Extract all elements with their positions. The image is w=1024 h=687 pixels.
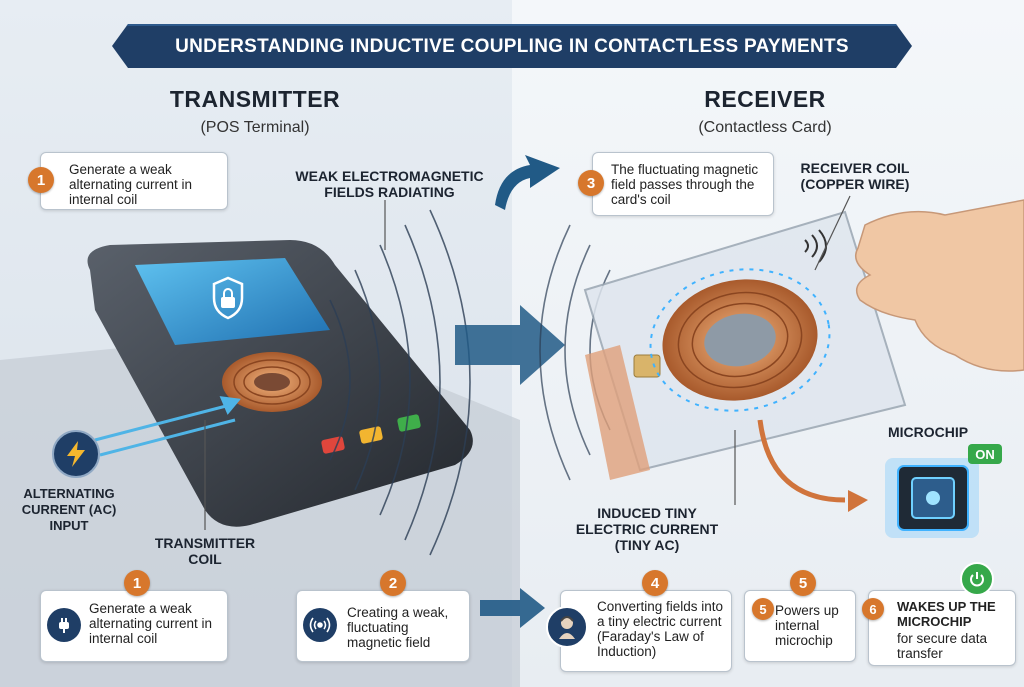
lock-icon bbox=[212, 276, 244, 320]
receiver-title: RECEIVER bbox=[704, 86, 826, 112]
step-badge-inner: 5 bbox=[752, 598, 774, 620]
step-badge: 1 bbox=[28, 167, 54, 193]
power-plug-icon bbox=[47, 608, 81, 642]
bottom-arrow bbox=[480, 588, 545, 628]
wire-to-chip bbox=[757, 419, 846, 503]
step-text: Converting fields into a tiny electric c… bbox=[597, 599, 724, 659]
ac-input-label: ALTERNATING CURRENT (AC) INPUT bbox=[21, 486, 117, 533]
transmitter-coil-label: TRANSMITTER COIL bbox=[154, 535, 256, 567]
step-text: for secure data transfer bbox=[897, 631, 988, 661]
transmitter-coil-graphic bbox=[222, 352, 322, 412]
step-title: WAKES UP THE MICROCHIP bbox=[897, 599, 996, 629]
step-badge: 5 bbox=[790, 570, 816, 596]
receiver-subtitle: (Contactless Card) bbox=[698, 119, 832, 136]
chip-status-badge: ON bbox=[968, 444, 1002, 464]
lightning-icon bbox=[52, 430, 100, 478]
receiver-heading: RECEIVER (Contactless Card) bbox=[660, 86, 870, 137]
step-badge: 1 bbox=[124, 570, 150, 596]
step-text: Powers up internal microchip bbox=[775, 603, 839, 648]
step-text: Generate a weak alternating current in i… bbox=[89, 601, 213, 646]
faraday-portrait-icon bbox=[546, 606, 588, 648]
transmitter-heading: TRANSMITTER (POS Terminal) bbox=[150, 86, 360, 137]
center-arrow bbox=[455, 305, 565, 385]
step-text: Generate a weak alternating current in i… bbox=[69, 162, 193, 207]
field-lines-left bbox=[329, 209, 471, 556]
wireless-signal-icon bbox=[303, 608, 337, 642]
receiver-coil-graphic bbox=[649, 268, 831, 412]
leader-lines bbox=[204, 195, 851, 530]
step-card-top-3: The fluctuating magnetic field passes th… bbox=[592, 152, 774, 216]
receiver-coil-label: RECEIVER COIL (COPPER WIRE) bbox=[800, 160, 910, 192]
step-badge: 2 bbox=[380, 570, 406, 596]
step-card-bottom-6: WAKES UP THE MICROCHIP for secure data t… bbox=[868, 590, 1016, 666]
step-card-bottom-2: Creating a weak, fluctuating magnetic fi… bbox=[296, 590, 470, 662]
transmitter-title: TRANSMITTER bbox=[169, 86, 341, 112]
induced-current-label: INDUCED TINY ELECTRIC CURRENT (TINY AC) bbox=[575, 505, 719, 553]
microchip-label: MICROCHIP bbox=[887, 424, 969, 440]
step-badge: 3 bbox=[578, 170, 604, 196]
step-card-top-1: Generate a weak alternating current in i… bbox=[40, 152, 228, 210]
step-card-bottom-1: Generate a weak alternating current in i… bbox=[40, 590, 228, 662]
microchip-graphic bbox=[885, 458, 979, 538]
step-badge: 4 bbox=[642, 570, 668, 596]
step-text: The fluctuating magnetic field passes th… bbox=[611, 162, 759, 207]
step-card-bottom-4: Converting fields into a tiny electric c… bbox=[560, 590, 732, 672]
transmitter-subtitle: (POS Terminal) bbox=[200, 119, 310, 136]
step-card-bottom-5: Powers up internal microchip bbox=[744, 590, 856, 662]
curved-arrow-top bbox=[495, 155, 560, 210]
fields-label: WEAK ELECTROMAGNETIC FIELDS RADIATING bbox=[295, 168, 484, 200]
ac-input-arrows bbox=[94, 396, 241, 457]
page-title: UNDERSTANDING INDUCTIVE COUPLING IN CONT… bbox=[112, 24, 912, 68]
step-badge: 6 bbox=[862, 598, 884, 620]
hand bbox=[855, 199, 1024, 372]
power-button-icon bbox=[960, 562, 994, 596]
step-text: Creating a weak, fluctuating magnetic fi… bbox=[347, 605, 449, 650]
